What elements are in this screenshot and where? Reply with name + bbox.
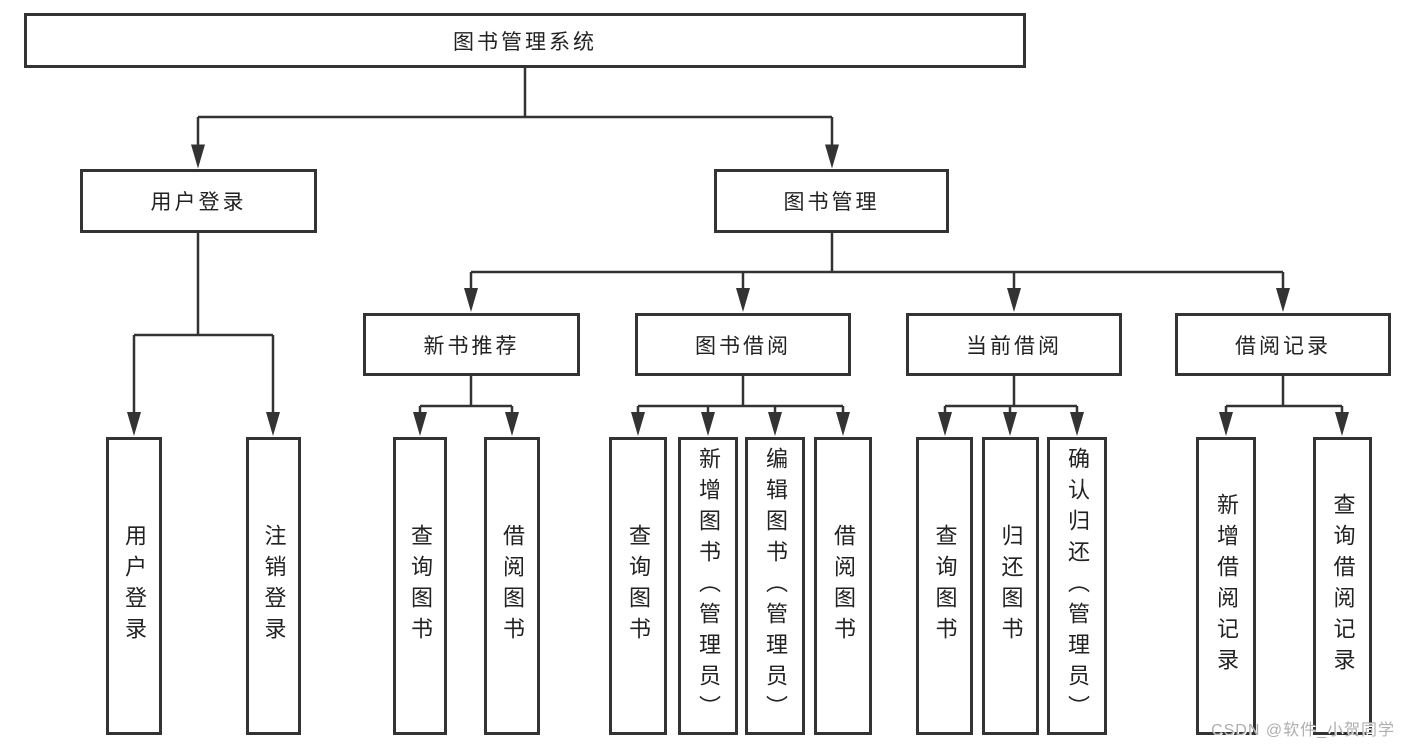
leaf-return-books: 归还图书 bbox=[982, 437, 1039, 735]
node-root: 图书管理系统 bbox=[24, 13, 1026, 68]
leaf-confirm-return-admin: 确认归还（管理员） bbox=[1047, 437, 1107, 735]
connector-root-to-level2 bbox=[191, 68, 839, 169]
node-book-borrow: 图书借阅 bbox=[635, 313, 851, 376]
leaf-query-books-current-label: 查询图书 bbox=[932, 524, 958, 648]
leaf-query-books-borrow: 查询图书 bbox=[609, 437, 667, 735]
leaf-confirm-return-admin-label: 确认归还（管理员） bbox=[1065, 446, 1090, 726]
leaf-query-borrow-record-label: 查询借阅记录 bbox=[1330, 493, 1356, 679]
node-user-login-label: 用户登录 bbox=[150, 191, 247, 214]
node-root-label: 图书管理系统 bbox=[453, 30, 597, 54]
leaf-query-books-recommend: 查询图书 bbox=[393, 437, 447, 735]
leaf-add-borrow-record: 新增借阅记录 bbox=[1196, 437, 1256, 735]
leaf-user-login: 用户登录 bbox=[106, 437, 162, 735]
leaf-query-borrow-record: 查询借阅记录 bbox=[1313, 437, 1372, 735]
node-book-borrow-label: 图书借阅 bbox=[695, 334, 791, 358]
leaf-query-books-current: 查询图书 bbox=[916, 437, 973, 735]
node-current-borrow: 当前借阅 bbox=[906, 313, 1122, 376]
connector-user-login-children bbox=[127, 233, 280, 436]
leaf-edit-books-admin-label: 编辑图书（管理员） bbox=[763, 446, 788, 726]
leaf-query-books-borrow-label: 查询图书 bbox=[626, 524, 651, 648]
node-new-book-recommend: 新书推荐 bbox=[363, 313, 580, 376]
leaf-borrow-books: 借阅图书 bbox=[814, 437, 872, 735]
leaf-borrow-books-recommend-label: 借阅图书 bbox=[500, 524, 525, 648]
connector-borrow-records-children bbox=[1219, 376, 1349, 436]
watermark: CSDN @软件_小贺同学 bbox=[1211, 722, 1395, 739]
leaf-user-login-label: 用户登录 bbox=[122, 524, 147, 648]
connector-current-borrow-children bbox=[938, 376, 1084, 436]
node-new-book-recommend-label: 新书推荐 bbox=[423, 334, 520, 358]
node-current-borrow-label: 当前借阅 bbox=[966, 334, 1062, 358]
node-book-management: 图书管理 bbox=[714, 169, 949, 233]
leaf-query-books-recommend-label: 查询图书 bbox=[408, 524, 433, 648]
node-book-management-label: 图书管理 bbox=[783, 191, 880, 214]
node-borrow-records: 借阅记录 bbox=[1175, 313, 1391, 376]
node-user-login: 用户登录 bbox=[80, 169, 317, 233]
connector-book-borrow-children bbox=[631, 376, 850, 436]
leaf-edit-books-admin: 编辑图书（管理员） bbox=[745, 437, 805, 735]
leaf-borrow-books-label: 借阅图书 bbox=[831, 524, 856, 648]
node-borrow-records-label: 借阅记录 bbox=[1235, 334, 1331, 358]
connector-new-book-recommend-children bbox=[413, 376, 519, 436]
leaf-return-books-label: 归还图书 bbox=[998, 524, 1024, 648]
leaf-borrow-books-recommend: 借阅图书 bbox=[484, 437, 540, 735]
connector-book-management-children bbox=[464, 233, 1290, 312]
leaf-logout-label: 注销登录 bbox=[261, 524, 287, 648]
leaf-add-books-admin: 新增图书（管理员） bbox=[678, 437, 738, 735]
leaf-add-books-admin-label: 新增图书（管理员） bbox=[696, 446, 721, 726]
leaf-logout: 注销登录 bbox=[246, 437, 301, 735]
leaf-add-borrow-record-label: 新增借阅记录 bbox=[1214, 493, 1239, 679]
